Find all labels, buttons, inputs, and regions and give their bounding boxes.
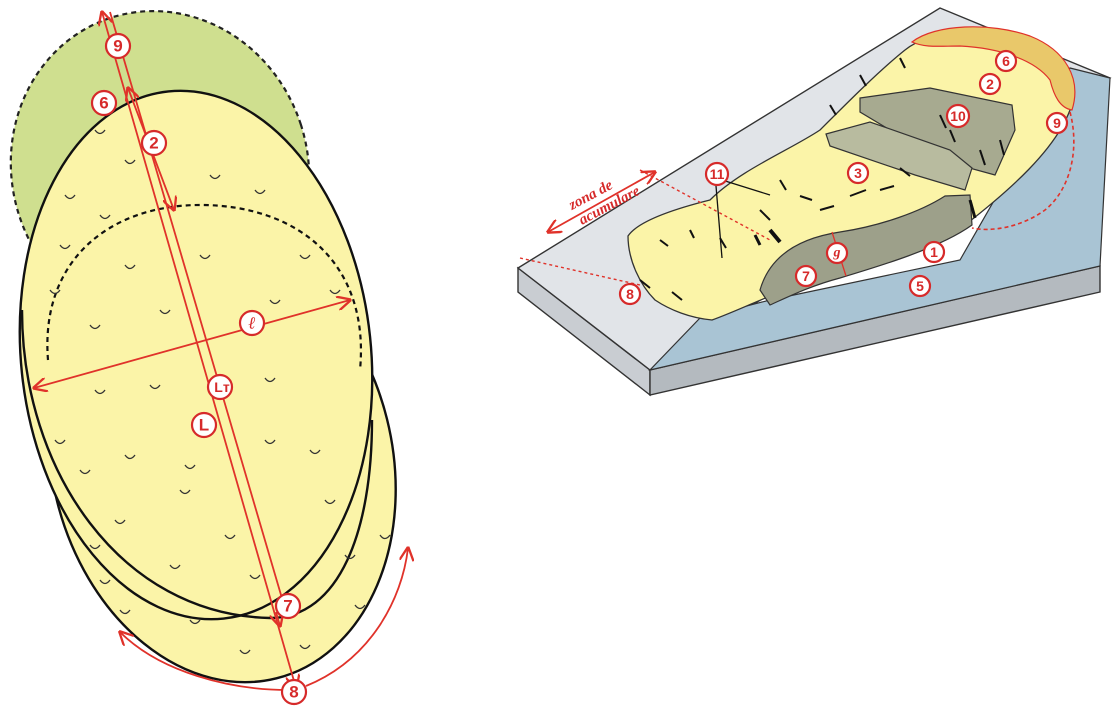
label-lt: Lт xyxy=(208,375,232,399)
label-2-left: 2 xyxy=(142,131,166,155)
svg-text:8: 8 xyxy=(289,683,298,702)
label-8-right: 8 xyxy=(620,284,640,304)
label-ell: ℓ xyxy=(240,311,264,335)
svg-text:L: L xyxy=(199,416,209,435)
svg-text:5: 5 xyxy=(916,278,924,294)
block-view: zona de acumulare 6 2 9 10 3 11 g 1 7 5 … xyxy=(518,8,1110,395)
label-6-right: 6 xyxy=(996,51,1016,71)
svg-text:1: 1 xyxy=(930,244,938,260)
label-L: L xyxy=(192,413,216,437)
svg-text:3: 3 xyxy=(854,165,862,181)
svg-text:10: 10 xyxy=(950,108,966,124)
svg-text:2: 2 xyxy=(986,76,994,92)
label-7-right: 7 xyxy=(796,266,816,286)
label-6-left: 6 xyxy=(92,91,116,115)
svg-text:6: 6 xyxy=(99,94,108,113)
label-9-left: 9 xyxy=(106,34,130,58)
label-2-right: 2 xyxy=(980,74,1000,94)
svg-text:11: 11 xyxy=(710,166,725,182)
svg-text:6: 6 xyxy=(1002,53,1010,69)
label-11: 11 xyxy=(706,163,728,185)
svg-text:7: 7 xyxy=(283,597,292,616)
label-10: 10 xyxy=(947,105,969,127)
svg-text:g: g xyxy=(833,246,841,261)
plan-view: 9 6 2 ℓ Lт L 7 8 xyxy=(0,0,441,706)
label-9-right: 9 xyxy=(1047,113,1067,133)
label-3: 3 xyxy=(848,163,868,183)
svg-text:9: 9 xyxy=(1053,115,1061,131)
label-g: g xyxy=(827,243,847,263)
svg-text:Lт: Lт xyxy=(214,379,230,395)
svg-text:9: 9 xyxy=(113,37,122,56)
svg-text:7: 7 xyxy=(802,268,810,284)
label-1: 1 xyxy=(924,242,944,262)
svg-text:ℓ: ℓ xyxy=(248,314,255,333)
svg-text:2: 2 xyxy=(149,134,158,153)
svg-text:8: 8 xyxy=(626,286,634,302)
label-8-left: 8 xyxy=(282,680,306,704)
label-5: 5 xyxy=(910,276,930,296)
label-7-left: 7 xyxy=(276,594,300,618)
